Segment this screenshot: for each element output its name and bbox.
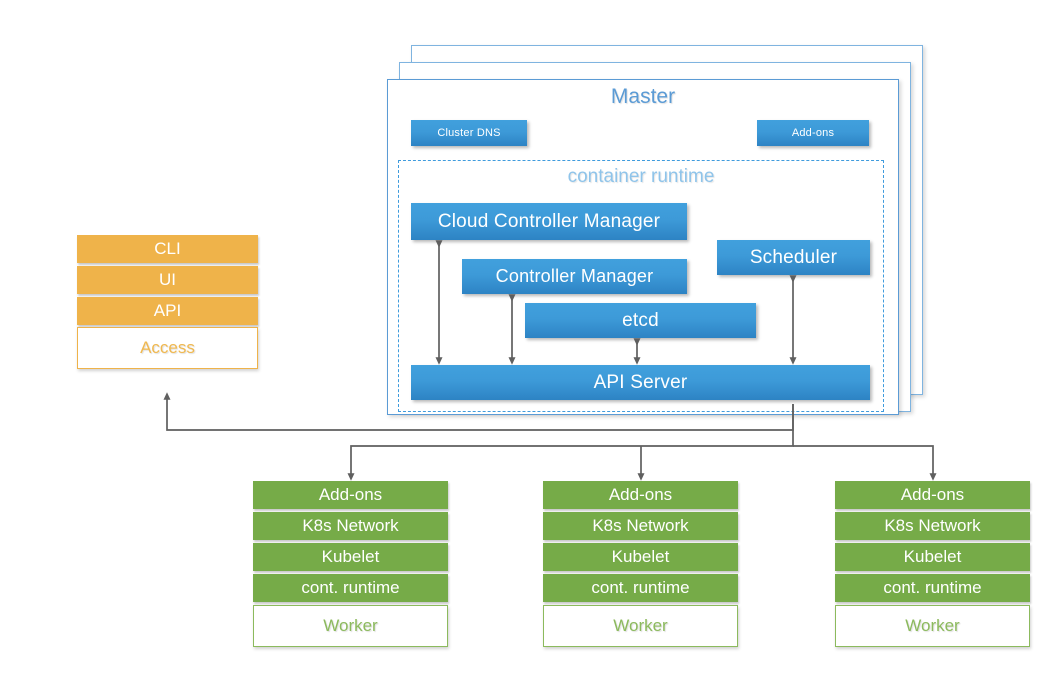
worker-layer-kubelet[interactable]: Kubelet — [543, 543, 738, 571]
access-layer-cli[interactable]: CLI — [77, 235, 258, 263]
wire-apiserver-to-worker-3 — [793, 445, 937, 481]
worker-layer-add-ons[interactable]: Add-ons — [835, 481, 1030, 509]
container-runtime-title: container runtime — [567, 166, 715, 187]
master-title: Master — [610, 85, 676, 108]
worker-footer[interactable]: Worker — [835, 605, 1030, 647]
worker-layer-cont-runtime[interactable]: cont. runtime — [543, 574, 738, 602]
worker-layer-kubelet[interactable]: Kubelet — [253, 543, 448, 571]
worker-layer-k8s-network[interactable]: K8s Network — [253, 512, 448, 540]
controller-manager-node[interactable]: Controller Manager — [462, 259, 687, 294]
access-layer-api[interactable]: API — [77, 297, 258, 325]
worker-node-1: Add-ons K8s Network Kubelet cont. runtim… — [253, 481, 448, 655]
cloud-controller-manager-node[interactable]: Cloud Controller Manager — [411, 203, 687, 240]
worker-layer-cont-runtime[interactable]: cont. runtime — [253, 574, 448, 602]
etcd-node[interactable]: etcd — [525, 303, 756, 338]
cluster-dns-node[interactable]: Cluster DNS — [411, 120, 527, 146]
master-add-ons-node[interactable]: Add-ons — [757, 120, 869, 146]
worker-layer-kubelet[interactable]: Kubelet — [835, 543, 1030, 571]
worker-footer[interactable]: Worker — [543, 605, 738, 647]
api-server-node[interactable]: API Server — [411, 365, 870, 400]
worker-node-2: Add-ons K8s Network Kubelet cont. runtim… — [543, 481, 738, 655]
worker-layer-cont-runtime[interactable]: cont. runtime — [835, 574, 1030, 602]
worker-layer-add-ons[interactable]: Add-ons — [543, 481, 738, 509]
access-layer-ui[interactable]: UI — [77, 266, 258, 294]
worker-layer-add-ons[interactable]: Add-ons — [253, 481, 448, 509]
worker-layer-k8s-network[interactable]: K8s Network — [835, 512, 1030, 540]
worker-footer[interactable]: Worker — [253, 605, 448, 647]
worker-node-3: Add-ons K8s Network Kubelet cont. runtim… — [835, 481, 1030, 655]
access-stack: CLI UI API Access — [77, 235, 258, 390]
worker-layer-k8s-network[interactable]: K8s Network — [543, 512, 738, 540]
scheduler-node[interactable]: Scheduler — [717, 240, 870, 275]
access-footer[interactable]: Access — [77, 327, 258, 369]
